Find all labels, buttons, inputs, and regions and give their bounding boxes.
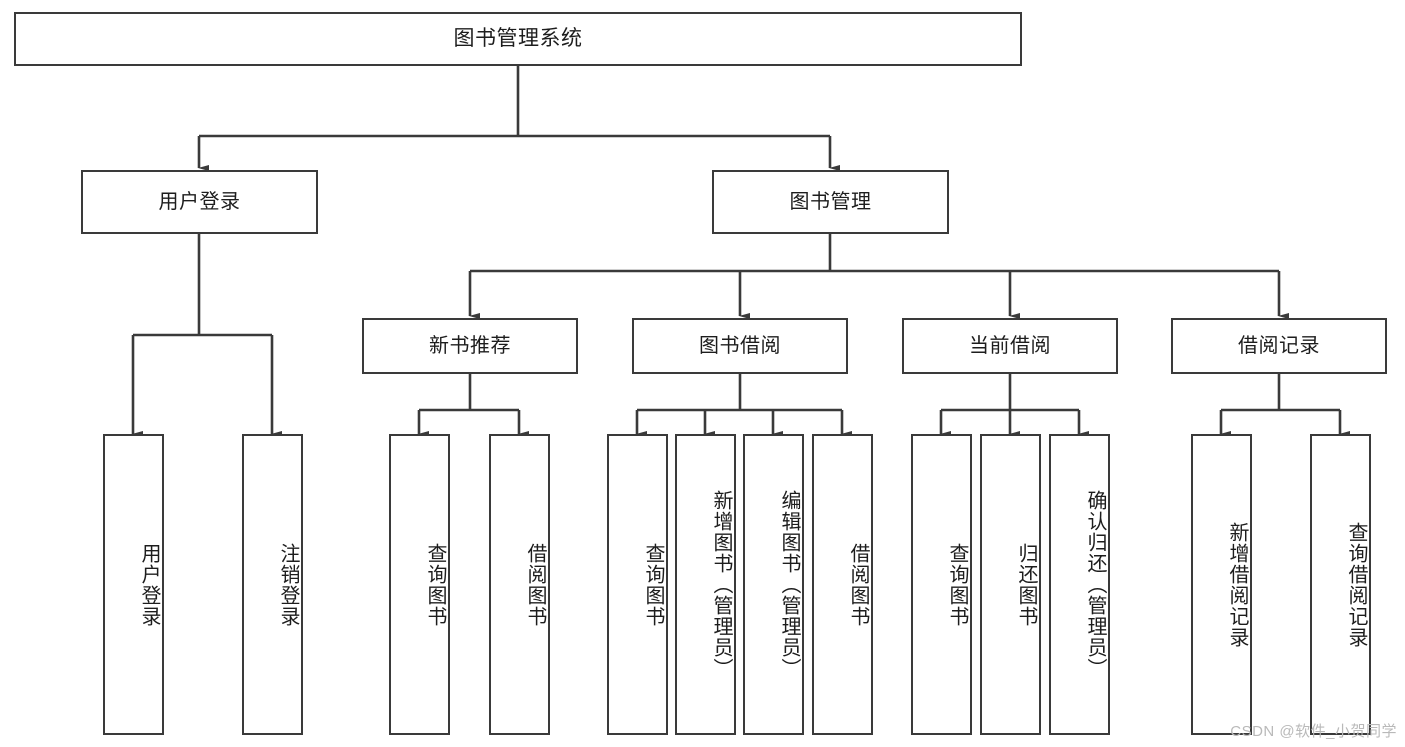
leaf-confirm-return-admin[interactable]: 确认归还（管理员） <box>1049 434 1110 735</box>
leaf-label: 注销登录 <box>277 542 299 627</box>
leaf-label: 查询图书 <box>424 542 446 627</box>
leaf-logout[interactable]: 注销登录 <box>242 434 303 735</box>
leaf-label: 查询图书 <box>642 542 664 627</box>
leaf-label: 确认归还（管理员） <box>1084 490 1106 679</box>
leaf-user-login[interactable]: 用户登录 <box>103 434 164 735</box>
node-book-borrow[interactable]: 图书借阅 <box>632 318 848 374</box>
leaf-label: 查询图书 <box>946 542 968 627</box>
leaf-edit-book-admin[interactable]: 编辑图书（管理员） <box>743 434 804 735</box>
node-user-login[interactable]: 用户登录 <box>81 170 318 234</box>
csdn-watermark: CSDN @软件_小贺同学 <box>1230 723 1397 740</box>
leaf-query-book-borrow[interactable]: 查询图书 <box>607 434 668 735</box>
leaf-borrow-book[interactable]: 借阅图书 <box>812 434 873 735</box>
node-root[interactable]: 图书管理系统 <box>14 12 1022 66</box>
leaf-query-book-current[interactable]: 查询图书 <box>911 434 972 735</box>
node-current-borrow[interactable]: 当前借阅 <box>902 318 1118 374</box>
leaf-return-book[interactable]: 归还图书 <box>980 434 1041 735</box>
leaf-query-borrow-record[interactable]: 查询借阅记录 <box>1310 434 1371 735</box>
leaf-label: 新增图书（管理员） <box>710 490 732 679</box>
node-borrow-record[interactable]: 借阅记录 <box>1171 318 1387 374</box>
leaf-add-book-admin[interactable]: 新增图书（管理员） <box>675 434 736 735</box>
leaf-label: 新增借阅记录 <box>1226 521 1248 648</box>
leaf-label: 归还图书 <box>1015 542 1037 627</box>
node-new-book-recommend[interactable]: 新书推荐 <box>362 318 578 374</box>
leaf-label: 查询借阅记录 <box>1345 521 1367 648</box>
leaf-query-book-rec[interactable]: 查询图书 <box>389 434 450 735</box>
leaf-label: 借阅图书 <box>524 542 546 627</box>
node-book-management[interactable]: 图书管理 <box>712 170 949 234</box>
leaf-label: 用户登录 <box>138 542 160 627</box>
leaf-label: 编辑图书（管理员） <box>778 490 800 679</box>
leaf-borrow-book-rec[interactable]: 借阅图书 <box>489 434 550 735</box>
leaf-add-borrow-record[interactable]: 新增借阅记录 <box>1191 434 1252 735</box>
leaf-label: 借阅图书 <box>847 542 869 627</box>
